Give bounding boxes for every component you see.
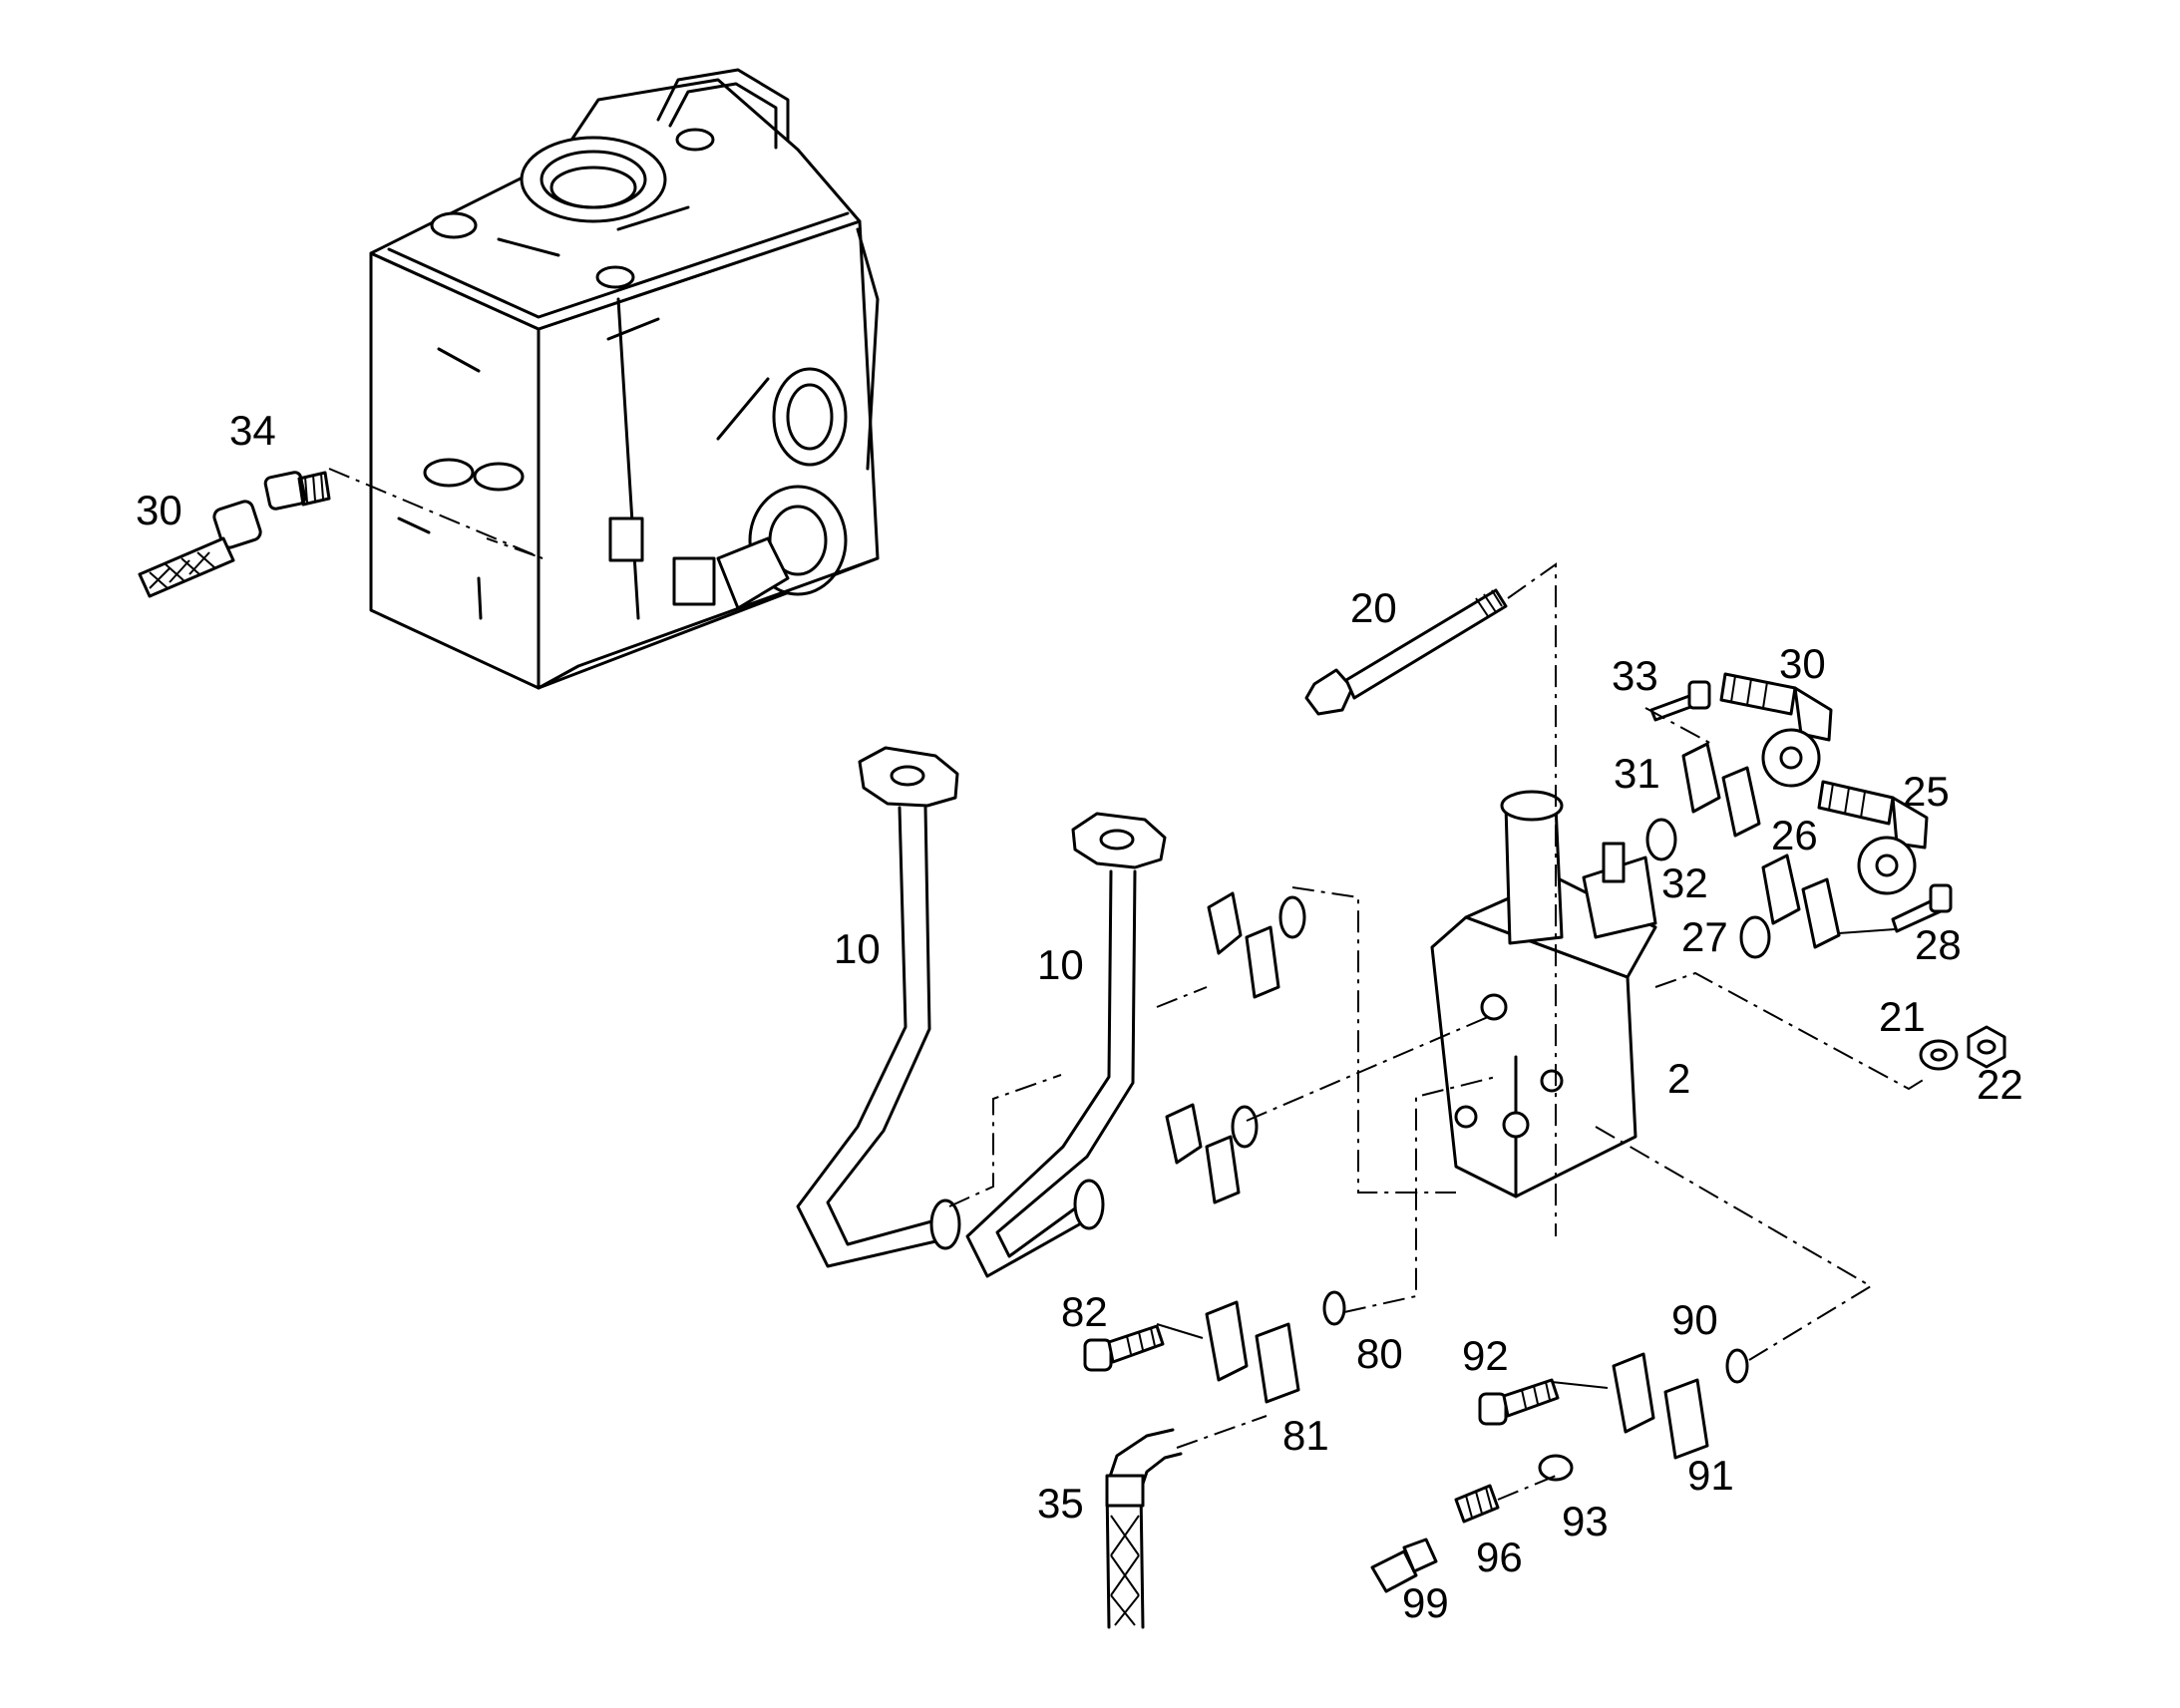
label-22: 22 [1977, 1061, 2023, 1108]
part-96-fitting [1454, 1484, 1500, 1524]
label-80: 80 [1356, 1330, 1403, 1377]
label-30-right: 30 [1779, 640, 1826, 687]
label-21: 21 [1879, 993, 1926, 1040]
label-35: 35 [1037, 1480, 1084, 1527]
part-92-bolt [1478, 1378, 1560, 1426]
part-21-washer [1919, 1039, 1959, 1071]
part-91-clamp [1612, 1352, 1709, 1460]
label-90: 90 [1671, 1296, 1718, 1343]
part-22-nut [1967, 1025, 2006, 1069]
label-10-right: 10 [1037, 941, 1084, 988]
part-30-hose-left [138, 500, 262, 598]
label-32: 32 [1661, 859, 1708, 906]
part-10-pipe-left [796, 746, 961, 1268]
clamp-set-upper-middle [1207, 891, 1306, 999]
label-30-left: 30 [136, 487, 182, 533]
label-25: 25 [1903, 768, 1950, 815]
label-92: 92 [1462, 1332, 1509, 1379]
label-2: 2 [1667, 1055, 1690, 1102]
label-34: 34 [229, 407, 276, 454]
part-labels: 34 30 20 33 30 31 25 26 32 27 28 10 10 2… [136, 407, 2023, 1626]
part-35-hose [1105, 1428, 1183, 1629]
label-28: 28 [1915, 921, 1962, 968]
part-82-bolt [1083, 1324, 1165, 1372]
part-34-fitting [263, 471, 331, 511]
label-96: 96 [1476, 1534, 1523, 1580]
label-99: 99 [1402, 1579, 1449, 1626]
part-81-clamp [1205, 1300, 1300, 1404]
part-28-bolt [1891, 883, 1953, 933]
part-2-valve-block [1430, 790, 1657, 1198]
label-27: 27 [1681, 913, 1728, 960]
label-91: 91 [1687, 1452, 1734, 1499]
part-80-o-ring [1322, 1290, 1346, 1326]
part-27-o-ring [1739, 915, 1771, 959]
part-31-clamp [1681, 742, 1761, 838]
tank-housing [369, 68, 880, 690]
label-82: 82 [1061, 1288, 1108, 1335]
assembly-centerlines [328, 468, 1926, 1501]
part-32-o-ring [1645, 818, 1677, 861]
label-93: 93 [1562, 1498, 1609, 1544]
part-93-washer [1538, 1454, 1574, 1482]
clamp-set-lower-middle [1165, 1103, 1259, 1204]
part-33-bolt [1649, 680, 1711, 722]
part-90-o-ring [1725, 1348, 1749, 1384]
label-26: 26 [1771, 812, 1818, 858]
label-81: 81 [1282, 1412, 1329, 1459]
part-25-hose [1817, 780, 1929, 895]
label-31: 31 [1614, 750, 1660, 797]
label-20: 20 [1350, 584, 1397, 631]
part-26-clamp [1761, 854, 1841, 949]
part-30-hose-right [1719, 672, 1833, 788]
label-33: 33 [1612, 652, 1658, 699]
part-99-fitting [1370, 1537, 1438, 1593]
part-10-pipe-right [965, 812, 1167, 1278]
label-10-left: 10 [834, 925, 881, 972]
part-20-bolt [1304, 588, 1508, 716]
